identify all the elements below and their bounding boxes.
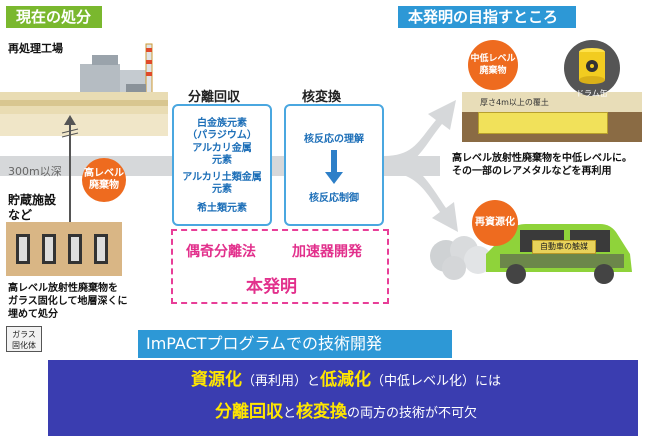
separation-item-4: 希土類元素: [197, 203, 247, 214]
conclusion-line-1: 資源化（再利用）と低減化（中低レベル化）には: [116, 368, 576, 394]
recycle-badge: 再資源化: [472, 200, 518, 246]
invention-box: [171, 229, 389, 304]
separation-item-2: アルカリ金属 元素: [192, 143, 252, 166]
conclusion-text-4: の両方の技術が不可欠: [347, 406, 478, 421]
separation-box: [172, 104, 272, 226]
reprocessing-plant-illustration: [80, 43, 153, 95]
separation-item-3: アルカリ土類金属 元素: [182, 172, 262, 195]
transmutation-item-2: 核反応制御: [309, 193, 359, 204]
drum-label: ドラム缶: [576, 89, 608, 98]
conclusion-reduction: 低減化: [320, 370, 371, 390]
exhaust-cloud: [430, 236, 492, 280]
conclusion-text-3: と: [282, 406, 296, 421]
conclusion-line-2: 分離回収と核変換の両方の技術が不可欠: [116, 400, 576, 426]
deep-ground: [0, 114, 168, 136]
conclusion-text-2: （中低レベル化）には: [371, 374, 502, 389]
cover-layer-label: 厚さ4m以上の覆土: [480, 98, 549, 107]
mid-level-text: 高レベル放射性廃棄物を中低レベルに。 その一部のレアメタルなどを再利用: [452, 153, 632, 177]
disposal-text: 高レベル放射性廃棄物を ガラス固化して地層深くに 埋めて処分: [8, 283, 128, 320]
storage-label: 貯蔵施設 など: [8, 193, 57, 222]
conclusion-transmutation: 核変換: [296, 402, 347, 422]
high-level-waste-badge: 高レベル 廃棄物: [82, 158, 126, 202]
depth-arrow: [61, 115, 79, 233]
glass-block-label: ガラス 固化体: [6, 326, 42, 352]
branch-arrows: [384, 100, 458, 232]
separation-title: 分離回収: [188, 90, 241, 105]
invention-label: 本発明: [246, 277, 297, 297]
separation-item-1: 白金族元素 （パラジウム）: [187, 118, 257, 141]
glass-canisters: [16, 234, 108, 264]
mid-low-waste-badge: 中低レベル 廃棄物: [468, 40, 518, 90]
reprocessing-plant-label: 再処理工場: [8, 42, 63, 55]
ground-stripe: [0, 100, 168, 106]
conclusion-resource: 資源化: [190, 370, 242, 390]
transmutation-arrow: [325, 150, 343, 184]
method-odd-even: 偶奇分離法: [186, 244, 256, 260]
drum-can-icon: [564, 40, 620, 96]
waste-cells: [478, 112, 608, 134]
conclusion-separation: 分離回収: [214, 402, 283, 422]
current-disposal-tag: 現在の処分: [6, 6, 102, 28]
cover-soil: [462, 92, 642, 112]
transmutation-title: 核変換: [302, 90, 342, 105]
impact-band: ImPACTプログラムでの技術開発: [138, 330, 452, 358]
transmutation-item-1: 核反応の理解: [304, 134, 364, 145]
goal-tag: 本発明の目指すところ: [398, 6, 576, 28]
conclusion-text-1: （再利用）と: [241, 374, 320, 389]
depth-label: 300m以深: [8, 165, 62, 178]
catalyst-label: 自動車の触媒: [532, 240, 596, 254]
conclusion-band: [48, 360, 638, 436]
method-accelerator: 加速器開発: [292, 244, 362, 260]
